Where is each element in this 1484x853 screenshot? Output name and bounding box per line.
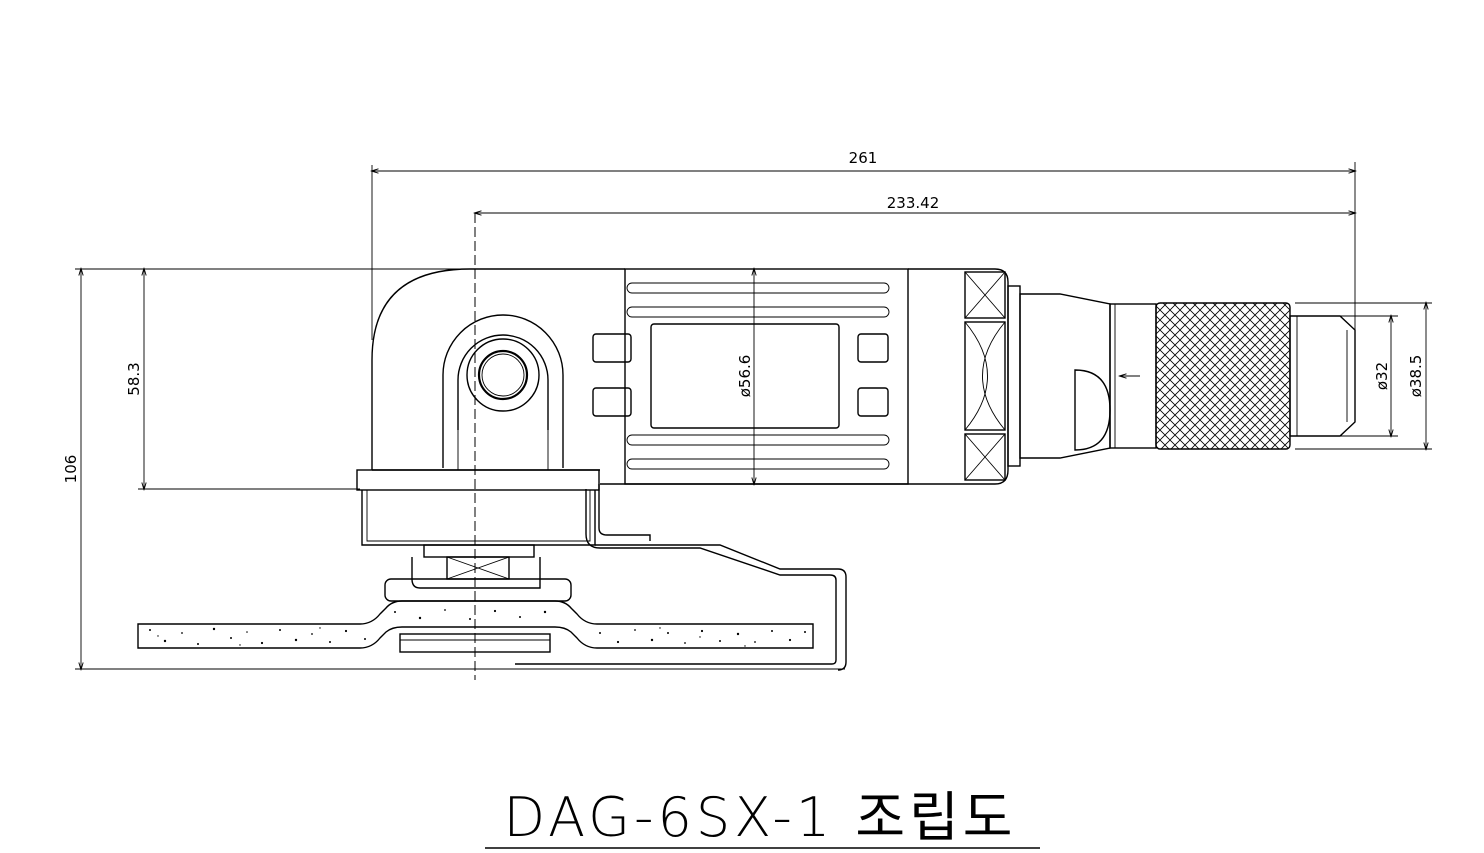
dim-label-body-diameter: ø56.6 (736, 355, 754, 398)
gear-head (371, 268, 625, 470)
dim-label-body-length: 233.42 (887, 194, 940, 212)
dimension-head-height: 58.3 (125, 269, 360, 489)
dimension-overall-length: 261 (372, 149, 1355, 340)
wheel-speckle (149, 609, 806, 647)
dim-label-nut-diameter: ø38.5 (1407, 355, 1425, 398)
drawing-title: DAG-6SX-1 조립도 (485, 786, 1040, 849)
dimension-inlet-diameter: ø32 (1295, 316, 1398, 436)
wheel-guard (515, 484, 847, 671)
motor-body: ø56.6 (372, 269, 909, 484)
dim-label-overall-length: 261 (849, 149, 878, 167)
dimension-body-length: 233.42 (475, 194, 1355, 213)
dimension-nut-diameter: ø38.5 (1295, 303, 1432, 449)
dimension-overall-height: 106 (62, 269, 845, 669)
dim-label-overall-height: 106 (62, 455, 80, 484)
rear-housing (908, 268, 1356, 485)
title-text: DAG-6SX-1 조립도 (504, 786, 1017, 849)
dim-label-head-height: 58.3 (125, 362, 143, 395)
spindle-flange (356, 469, 600, 602)
dim-label-inlet-diameter: ø32 (1373, 362, 1391, 390)
